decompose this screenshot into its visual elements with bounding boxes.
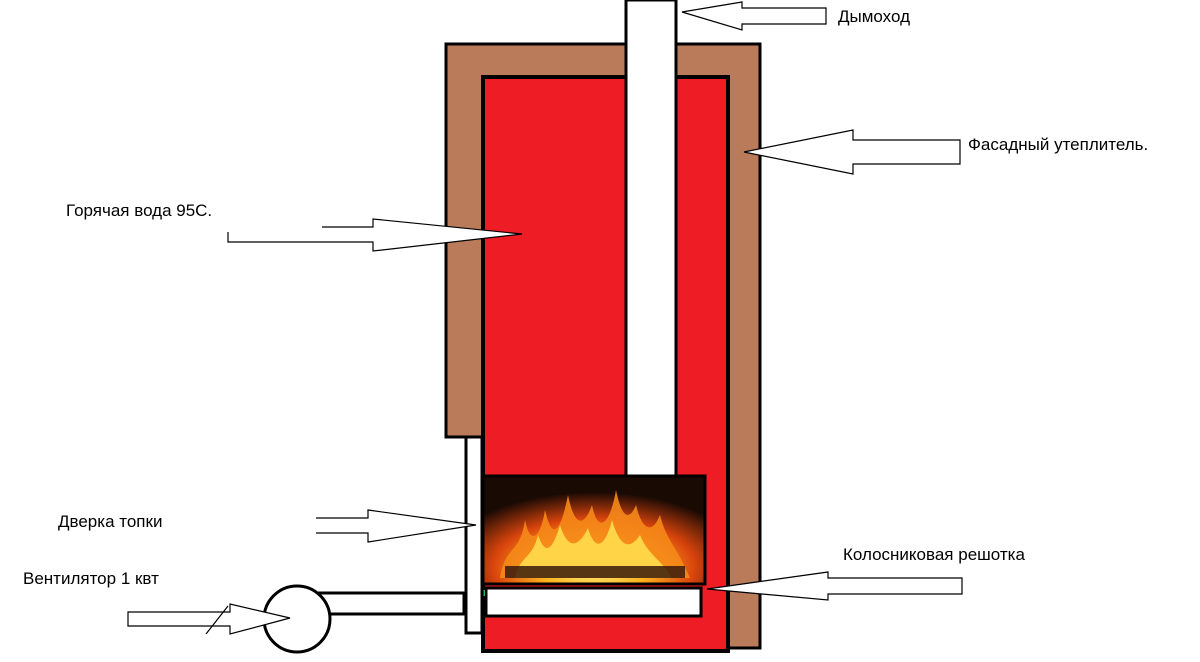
arrow-chimney [681,1,827,31]
arrow-insulation [743,129,961,175]
grate-ashpan [484,586,703,618]
label-furnace-door: Дверка топки [58,512,162,531]
arrow-fan [127,603,291,635]
firebox [481,474,707,586]
label-fan: Вентилятор 1 квт [23,569,159,588]
label-insulation: Фасадный утеплитель. [968,135,1148,154]
label-hot-water: Горячая вода 95С. [66,201,212,220]
label-chimney: Дымоход [838,7,910,26]
label-grate: Колосниковая решотка [843,545,1025,564]
arrow-grate [706,571,963,601]
arrow-furnace-door [316,509,477,543]
air-duct [316,591,466,616]
chimney-pipe [624,0,678,478]
arrow-hot-water [227,218,523,252]
furnace-door [464,435,484,635]
